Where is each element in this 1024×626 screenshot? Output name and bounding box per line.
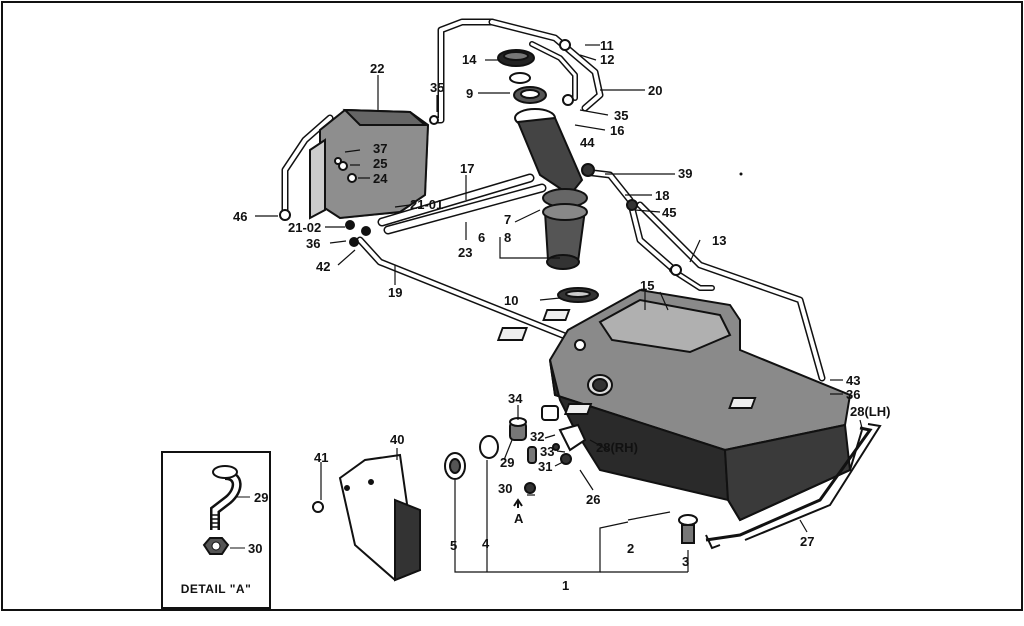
callout-36-left: 36	[306, 236, 320, 251]
leader-lines	[255, 44, 863, 573]
callout-19: 19	[388, 285, 402, 300]
nut-30	[524, 482, 536, 494]
clip-35-top	[429, 115, 439, 125]
clip-13	[670, 264, 682, 276]
tank-straps	[705, 423, 882, 550]
callout-11: 11	[600, 38, 614, 53]
callout-9: 9	[466, 86, 473, 101]
callout-6: 6	[478, 230, 485, 245]
detail-a-title: DETAIL "A"	[181, 582, 252, 596]
bolt-25	[338, 161, 348, 171]
clip-11	[559, 39, 571, 51]
callout-3: 3	[682, 554, 689, 569]
vent-hose-top	[433, 18, 496, 124]
callout-33: 33	[540, 444, 554, 459]
callout-15: 15	[640, 278, 654, 293]
callout-28-rh: 28(RH)	[596, 440, 638, 455]
clip-42	[349, 237, 359, 247]
callout-10: 10	[504, 293, 518, 308]
callout-16: 16	[610, 123, 624, 138]
callout-35-top: 35	[430, 80, 444, 95]
callout-27: 27	[800, 534, 814, 549]
callout-30: 30	[498, 481, 512, 496]
callout-8: 8	[504, 230, 511, 245]
callout-39: 39	[678, 166, 692, 181]
callout-46: 46	[233, 209, 247, 224]
bolt-3	[681, 524, 695, 544]
speck	[739, 172, 743, 176]
hoses-group	[281, 18, 826, 382]
callout-32: 32	[530, 429, 544, 444]
callout-35-mid: 35	[614, 108, 628, 123]
clip-21-02	[345, 220, 355, 230]
detail-label-29: 29	[254, 490, 268, 505]
filler-pipe-6	[516, 116, 584, 197]
tank-pad-1	[496, 327, 528, 341]
detail-a-inset: 29 30 DETAIL "A"	[161, 451, 271, 609]
drain-fitting	[541, 405, 559, 421]
callout-43: 43	[846, 373, 860, 388]
callout-12: 12	[600, 52, 614, 67]
callout-42: 42	[316, 259, 330, 274]
callout-13: 13	[712, 233, 726, 248]
diagram-frame	[1, 1, 1023, 611]
callout-1: 1	[562, 578, 569, 593]
tank-fittings	[444, 405, 698, 544]
callout-14: 14	[462, 52, 477, 67]
callout-22: 22	[370, 61, 384, 76]
strap-27	[705, 426, 873, 542]
callout-26: 26	[586, 492, 600, 507]
callout-21-01: 21-01	[410, 197, 443, 212]
callout-45: 45	[662, 205, 676, 220]
canister-22	[279, 108, 439, 247]
callout-28-lh: 28(LH)	[850, 404, 890, 419]
bolt-24	[347, 173, 357, 183]
view-arrow-a	[513, 498, 523, 508]
callout-40: 40	[390, 432, 404, 447]
clip-35-mid	[562, 94, 574, 106]
callout-a: A	[514, 511, 524, 526]
fuel-tank	[496, 288, 863, 522]
nut-31	[560, 453, 572, 465]
tank-pad-4	[728, 397, 757, 409]
tank-pad-3	[563, 403, 593, 415]
callout-24: 24	[373, 171, 388, 186]
callout-25: 25	[373, 156, 387, 171]
callout-17: 17	[460, 161, 474, 176]
strap-28-lh	[744, 423, 882, 541]
o-ring-4	[479, 435, 499, 459]
callout-31: 31	[538, 459, 552, 474]
washer-2	[678, 514, 698, 526]
clip-44	[581, 163, 595, 177]
callout-29: 29	[500, 455, 514, 470]
callout-7: 7	[504, 212, 511, 227]
bracket-26	[558, 423, 587, 452]
clip-46	[279, 209, 291, 221]
elbow-29	[527, 446, 537, 464]
callout-2: 2	[627, 541, 634, 556]
callout-44: 44	[580, 135, 595, 150]
tank-pad-2	[542, 309, 571, 321]
stone-guard-40	[312, 453, 422, 582]
callout-36-right: 36	[846, 387, 860, 402]
filler-neck	[497, 39, 682, 303]
callout-18: 18	[655, 188, 669, 203]
callout-37: 37	[373, 141, 387, 156]
callout-21-02: 21-02	[288, 220, 321, 235]
tank-clip	[574, 339, 586, 351]
callout-23: 23	[458, 245, 472, 260]
callout-4: 4	[482, 536, 490, 551]
clip-36	[361, 226, 371, 236]
canister-bracket	[309, 138, 326, 220]
clip-45	[626, 199, 638, 211]
callout-labels: 1 2 3 4 5 6 7 8 9 10 11 12 13 14 15 16 1…	[233, 38, 890, 593]
callout-5: 5	[450, 538, 457, 553]
detail-label-30: 30	[248, 541, 262, 556]
callout-34: 34	[508, 391, 523, 406]
callout-20: 20	[648, 83, 662, 98]
callout-41: 41	[314, 450, 328, 465]
bolt-41	[312, 501, 324, 513]
